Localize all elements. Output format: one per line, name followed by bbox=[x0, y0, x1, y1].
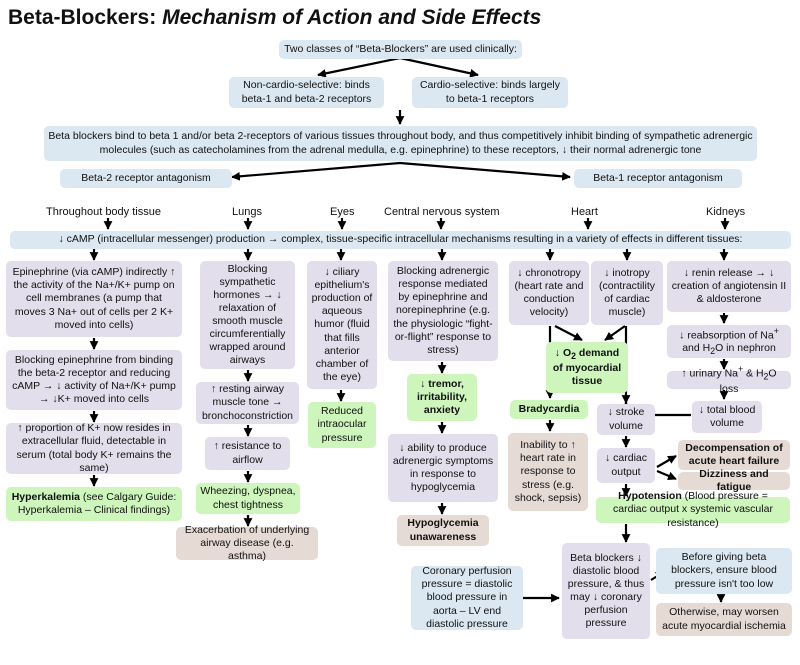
reabsorption-text-c: O in nephron bbox=[715, 342, 776, 355]
page-title: Beta-Blockers: Mechanism of Action and S… bbox=[8, 6, 541, 30]
hyperkalemia-label: Hyperkalemia bbox=[11, 490, 80, 503]
title-main: Beta-Blockers: bbox=[8, 6, 157, 29]
wheezing-box: Wheezing, dyspnea, chest tightness bbox=[196, 483, 300, 514]
tremor-box: ↓ tremor, irritability, anxiety bbox=[407, 374, 477, 421]
bradycardia-box: Bradycardia bbox=[510, 400, 588, 419]
urinary-sup: + bbox=[738, 364, 744, 375]
lungs-box-2: ↑ resting airway muscle tone → bronchoco… bbox=[196, 382, 299, 424]
hypotension-box: Hypotension (Blood pressure = cardiac ou… bbox=[596, 490, 790, 529]
cns-box-3: ↓ ability to produce adrenergic symptoms… bbox=[388, 434, 498, 502]
cardiac-output-box: ↓ cardiac output bbox=[597, 448, 655, 483]
urinary-loss-box: ↑ urinary Na+ & H2O loss bbox=[667, 364, 791, 395]
stroke-volume-box: ↓ stroke volume bbox=[597, 404, 655, 435]
o2-label-pre: ↓ O bbox=[554, 346, 572, 359]
o2-label-sub: 2 bbox=[571, 350, 577, 361]
reabsorption-text-b: and H bbox=[682, 342, 711, 355]
reabsorption-text-a: ↓ reabsorption of Na bbox=[679, 329, 774, 342]
reabsorption-sup: + bbox=[773, 325, 779, 336]
reabsorption-box: ↓ reabsorption of Na+ and H2O in nephron bbox=[667, 325, 791, 358]
asthma-box: Exacerbation of underlying airway diseas… bbox=[176, 524, 318, 562]
chronotropy-box: ↓ chronotropy (heart rate and conduction… bbox=[509, 261, 589, 325]
urinary-text-a: ↑ urinary Na bbox=[681, 367, 738, 380]
body-box-1: Epinephrine (via cAMP) indirectly ↑ the … bbox=[6, 261, 182, 337]
classes-box: Two classes of “Beta-Blockers” are used … bbox=[279, 40, 522, 59]
inability-box: Inability to ↑ heart rate in response to… bbox=[508, 433, 588, 511]
cardio-box: Cardio-selective: binds largely to beta-… bbox=[412, 77, 568, 108]
title-subtitle: Mechanism of Action and Side Effects bbox=[162, 6, 542, 29]
otherwise-box: Otherwise, may worsen acute myocardial i… bbox=[656, 603, 792, 636]
tissue-label-body: Throughout body tissue bbox=[46, 206, 161, 218]
body-box-3: ↑ proportion of K+ now resides in extrac… bbox=[6, 422, 182, 474]
reabsorption-sub: 2 bbox=[710, 346, 716, 357]
beta1-box: Beta-1 receptor antagonism bbox=[574, 169, 742, 188]
before-giving-box: Before giving beta blockers, ensure bloo… bbox=[656, 548, 792, 594]
o2-demand-box: ↓ O2 demand of myocardial tissue bbox=[546, 342, 628, 393]
hypotension-label: Hypotension bbox=[618, 490, 682, 503]
urinary-sub: 2 bbox=[763, 371, 769, 382]
lungs-box-1: Blocking sympathetic hormones → ↓ relaxa… bbox=[200, 261, 295, 369]
tissue-label-kidneys: Kidneys bbox=[706, 206, 746, 218]
intraocular-box: Reduced intraocular pressure bbox=[308, 402, 376, 448]
o2-label-post: demand of myocardial tissue bbox=[552, 346, 622, 388]
renin-box: ↓ renin release → ↓ creation of angioten… bbox=[667, 261, 791, 312]
tissue-label-lungs: Lungs bbox=[232, 206, 262, 218]
noncardio-box: Non-cardio-selective: binds beta-1 and b… bbox=[229, 77, 384, 108]
hypotension-note: (Blood pressure = cardiac output x syste… bbox=[613, 490, 773, 529]
eyes-box-1: ↓ ciliary epithelium's production of aqu… bbox=[307, 261, 377, 389]
urinary-text-c: O loss bbox=[719, 367, 777, 395]
tissue-label-eyes: Eyes bbox=[330, 206, 355, 218]
lungs-box-3: ↑ resistance to airflow bbox=[205, 437, 290, 470]
inotropy-box: ↓ inotropy (contractility of cardiac mus… bbox=[591, 261, 663, 325]
urinary-text-b: & H bbox=[743, 367, 764, 380]
tissue-label-cns: Central nervous system bbox=[384, 206, 500, 218]
hyperkalemia-box: Hyperkalemia (see Calgary Guide: Hyperka… bbox=[6, 487, 182, 521]
blood-volume-box: ↓ total blood volume bbox=[692, 401, 762, 433]
dizziness-box: Dizziness and fatigue bbox=[678, 468, 790, 493]
body-box-2: Blocking epinephrine from binding the be… bbox=[6, 350, 182, 410]
camp-box: ↓ cAMP (intracellular messenger) product… bbox=[10, 231, 791, 249]
cns-box-1: Blocking adrenergic response mediated by… bbox=[388, 261, 498, 361]
hyperkalemia-note: (see Calgary Guide: Hyperkalemia – Clini… bbox=[17, 490, 177, 516]
mechanism-box: Beta blockers bind to beta 1 and/or beta… bbox=[44, 126, 757, 161]
tissue-label-heart: Heart bbox=[571, 206, 598, 218]
beta2-box: Beta-2 receptor antagonism bbox=[60, 169, 232, 188]
bb-diastolic-box: Beta blockers ↓ diastolic blood pressure… bbox=[562, 543, 650, 639]
decompensation-box: Decompensation of acute heart failure bbox=[678, 440, 790, 470]
coronary-perfusion-box: Coronary perfusion pressure = diastolic … bbox=[411, 565, 523, 630]
hypoglycemia-unawareness-box: Hypoglycemia unawareness bbox=[397, 515, 489, 546]
